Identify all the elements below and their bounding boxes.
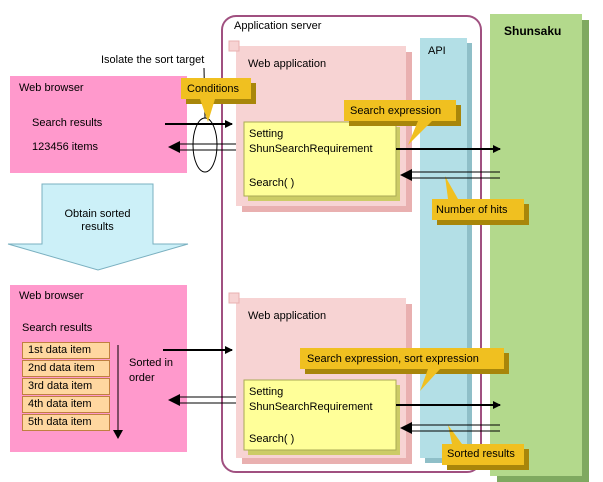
setting-bottom-box: [243, 379, 397, 451]
data-item-4: 4th data item: [22, 396, 110, 413]
item-count: 123456 items: [32, 141, 99, 153]
search-call-bottom: Search( ): [249, 433, 295, 445]
arrow-webapp-to-browser-top: [168, 141, 180, 153]
search-sort-callout: Search expression, sort expression: [307, 353, 479, 365]
setting-top-line1: Setting: [249, 128, 284, 140]
setting-bottom-line1: Setting: [249, 386, 284, 398]
sorted-results-callout: Sorted results: [447, 448, 515, 460]
obtain-sorted-line2: results: [81, 221, 114, 233]
sorted-results-callout-shape: [442, 425, 524, 465]
data-item-5: 5th data item: [22, 414, 110, 431]
search-expression-callout-shape: [344, 100, 456, 145]
arrow-webapp-to-browser-bottom: [168, 394, 180, 406]
number-of-hits-callout: Number of hits: [436, 204, 508, 216]
setting-top-box: [243, 121, 397, 197]
search-results-top: Search results: [32, 117, 103, 129]
search-results-bottom: Search results: [22, 322, 93, 334]
sorted-line1: Sorted in: [129, 357, 174, 369]
shunsaku-box: [490, 14, 582, 476]
setting-bottom-line2: ShunSearchRequirement: [249, 401, 373, 413]
isolate-ellipse: [192, 117, 218, 173]
conditions-callout-shape: [181, 78, 251, 122]
sorted-line2: order: [129, 372, 155, 384]
number-of-hits-callout-shape: [432, 176, 524, 220]
browser-top-box: [10, 76, 187, 173]
webapp-bottom-title: Web application: [248, 310, 327, 322]
app-server-label: Application server: [234, 20, 322, 32]
search-sort-callout-shape: [300, 348, 504, 391]
webapp-bottom-tab: [228, 292, 240, 304]
obtain-sorted-arrow: [7, 183, 189, 271]
obtain-sorted-line1: Obtain sorted: [64, 208, 131, 220]
arrow-shunsaku-to-api-bottom: [400, 422, 412, 434]
isolate-label: Isolate the sort target: [101, 54, 205, 66]
data-item-2: 2nd data item: [22, 360, 110, 377]
search-expression-callout: Search expression: [350, 105, 442, 117]
api-label: API: [428, 45, 446, 57]
webapp-top-tab: [228, 40, 240, 52]
browser-bottom-title: Web browser: [19, 290, 84, 302]
setting-top-line2: ShunSearchRequirement: [249, 143, 373, 155]
search-call-top: Search( ): [249, 177, 295, 189]
sorted-order-arrowhead: [113, 430, 123, 439]
data-item-1: 1st data item: [22, 342, 110, 359]
shunsaku-label: Shunsaku: [504, 24, 562, 38]
webapp-top-title: Web application: [248, 58, 327, 70]
data-item-3: 3rd data item: [22, 378, 110, 395]
arrow-shunsaku-to-api-top: [400, 169, 412, 181]
conditions-callout: Conditions: [187, 83, 239, 95]
browser-top-title: Web browser: [19, 82, 84, 94]
